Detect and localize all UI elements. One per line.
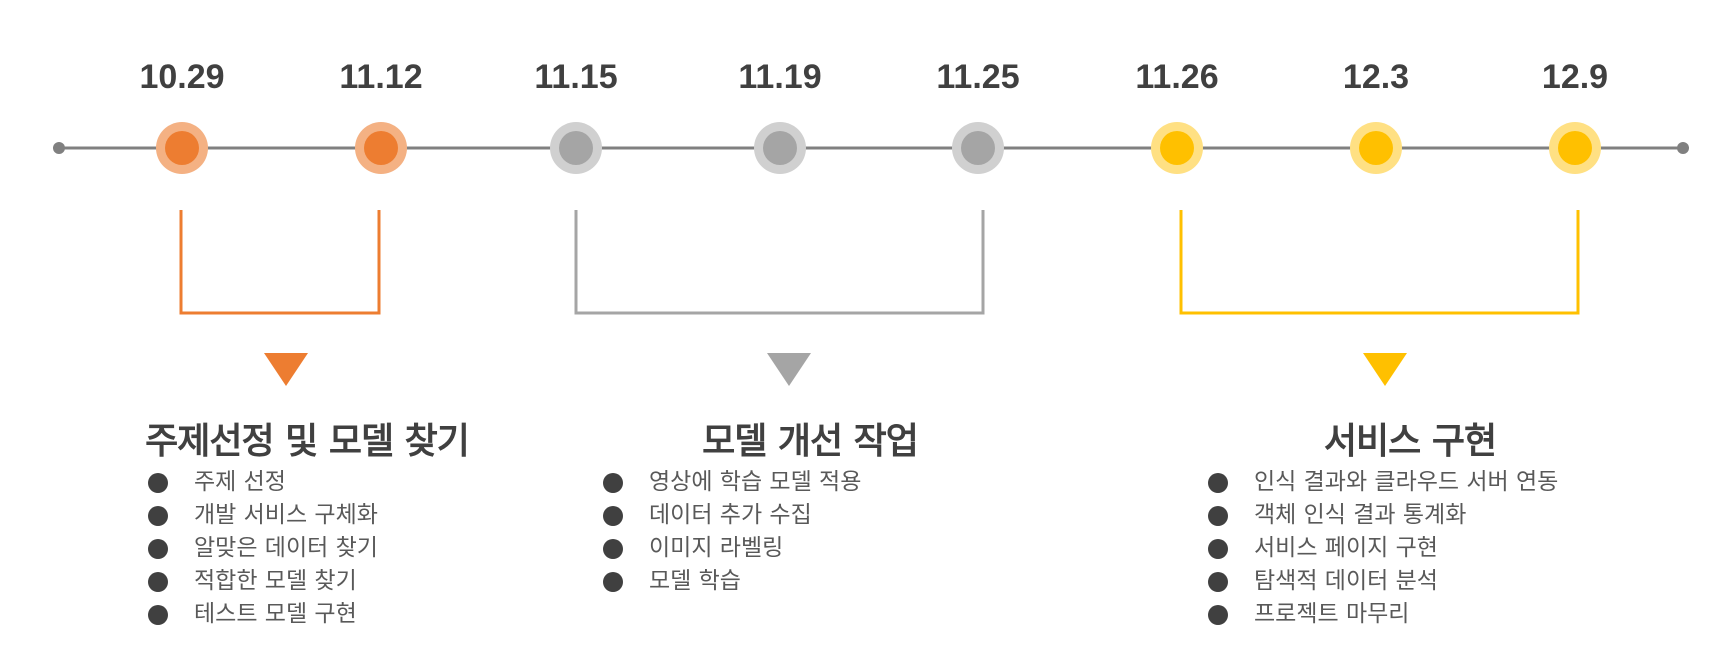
bullet-icon (603, 473, 623, 493)
bullet-icon (603, 572, 623, 592)
list-item-text: 주제 선정 (194, 469, 286, 495)
phase-bracket (1179, 210, 1580, 315)
milestone-markers (156, 122, 1601, 174)
list-item: 탐색적 데이터 분석 (1208, 565, 1558, 598)
timeline-start-dot (53, 142, 65, 154)
milestone-dot (165, 131, 199, 165)
bullet-icon (603, 506, 623, 526)
bullet-icon (1208, 506, 1228, 526)
list-item-text: 이미지 라벨링 (649, 535, 784, 561)
list-item: 개발 서비스 구체화 (148, 499, 378, 532)
date-label-8: 12.9 (1541, 58, 1609, 96)
date-label-4: 11.19 (738, 58, 822, 96)
date-label-2: 11.12 (339, 58, 423, 96)
list-item-text: 테스트 모델 구현 (194, 601, 357, 627)
milestone-dot (763, 131, 797, 165)
phase-bracket (574, 210, 985, 315)
timeline-end-dot (1677, 142, 1689, 154)
bullet-icon (603, 539, 623, 559)
phase-bracket (179, 210, 381, 315)
date-label-6: 11.26 (1135, 58, 1219, 96)
bullet-icon (1208, 605, 1228, 625)
phase-title-model-improvement: 모델 개선 작업 (702, 421, 919, 462)
list-item: 주제 선정 (148, 466, 378, 499)
list-item: 테스트 모델 구현 (148, 598, 378, 631)
list-item: 인식 결과와 클라우드 서버 연동 (1208, 466, 1558, 499)
bullet-icon (148, 506, 168, 526)
phase-list-service-implementation: 인식 결과와 클라우드 서버 연동 객체 인식 결과 통계화 서비스 페이지 구… (1208, 466, 1558, 631)
list-item: 서비스 페이지 구현 (1208, 532, 1558, 565)
milestone-dot (1558, 131, 1592, 165)
list-item-text: 인식 결과와 클라우드 서버 연동 (1254, 469, 1559, 495)
milestone-dot (364, 131, 398, 165)
list-item-text: 적합한 모델 찾기 (194, 568, 357, 594)
bullet-icon (1208, 473, 1228, 493)
list-item: 객체 인식 결과 통계화 (1208, 499, 1558, 532)
phase-title-service-implementation: 서비스 구현 (1323, 421, 1497, 462)
list-item-text: 객체 인식 결과 통계화 (1254, 502, 1467, 528)
list-item-text: 데이터 추가 수집 (649, 502, 812, 528)
bullet-icon (1208, 539, 1228, 559)
list-item: 영상에 학습 모델 적용 (603, 466, 861, 499)
bullet-icon (1208, 572, 1228, 592)
date-label-7: 12.3 (1342, 58, 1410, 96)
bullet-icon (148, 605, 168, 625)
list-item: 프로젝트 마무리 (1208, 598, 1558, 631)
bullet-icon (148, 572, 168, 592)
phase-brackets (179, 210, 1580, 386)
list-item: 알맞은 데이터 찾기 (148, 532, 378, 565)
milestone-dot (961, 131, 995, 165)
phase-list-model-improvement: 영상에 학습 모델 적용 데이터 추가 수집 이미지 라벨링 모델 학습 (603, 466, 861, 598)
bullet-icon (148, 473, 168, 493)
list-item: 데이터 추가 수집 (603, 499, 861, 532)
list-item-text: 알맞은 데이터 찾기 (194, 535, 378, 561)
phase-list-topic-selection: 주제 선정 개발 서비스 구체화 알맞은 데이터 찾기 적합한 모델 찾기 테스… (148, 466, 378, 631)
list-item-text: 서비스 페이지 구현 (1254, 535, 1438, 561)
date-label-5: 11.25 (936, 58, 1020, 96)
list-item-text: 프로젝트 마무리 (1254, 601, 1410, 627)
list-item: 적합한 모델 찾기 (148, 565, 378, 598)
down-arrow-icon (767, 353, 811, 386)
list-item: 모델 학습 (603, 565, 861, 598)
milestone-dot (559, 131, 593, 165)
date-label-3: 11.15 (534, 58, 618, 96)
list-item-text: 영상에 학습 모델 적용 (649, 469, 862, 495)
phase-title-topic-selection: 주제선정 및 모델 찾기 (145, 421, 470, 462)
down-arrow-icon (1363, 353, 1407, 386)
list-item-text: 개발 서비스 구체화 (194, 502, 378, 528)
list-item-text: 탐색적 데이터 분석 (1254, 568, 1438, 594)
date-label-1: 10.29 (139, 58, 225, 96)
milestone-dot (1359, 131, 1393, 165)
list-item-text: 모델 학습 (649, 568, 741, 594)
milestone-dot (1160, 131, 1194, 165)
down-arrow-icon (264, 353, 308, 386)
bullet-icon (148, 539, 168, 559)
list-item: 이미지 라벨링 (603, 532, 861, 565)
